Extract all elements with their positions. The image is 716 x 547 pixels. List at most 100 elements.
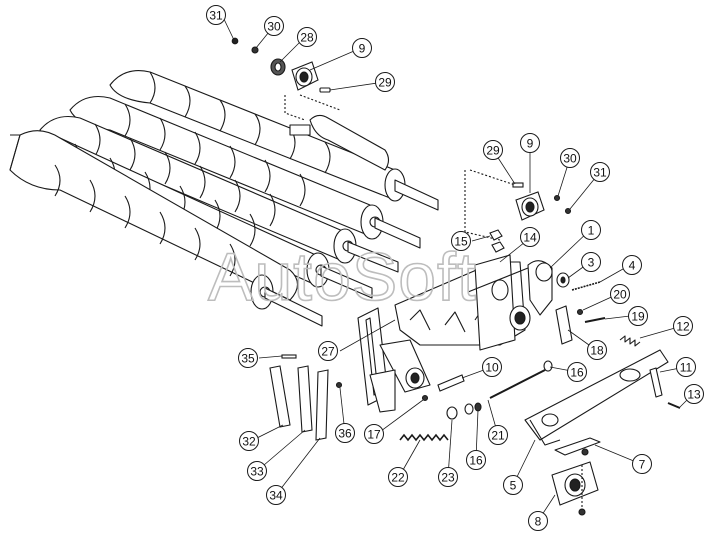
callout-circle (335, 423, 355, 443)
right-bearing-parts (464, 169, 572, 253)
callout-circle (622, 255, 642, 275)
roller-assembly (9, 70, 439, 327)
lower-left-parts (269, 354, 553, 442)
callout-circle (628, 306, 648, 326)
watermark-logo: AutoSoft (208, 239, 477, 315)
callout-circle (238, 348, 258, 368)
callout-circle (239, 431, 259, 451)
nut-17 (421, 394, 429, 402)
strap-34 (315, 369, 329, 441)
callout-circle (466, 450, 486, 470)
callout-13: 13 (684, 384, 704, 404)
callout-1: 1 (581, 220, 601, 240)
callout-circle (528, 511, 548, 531)
nuts-15 (489, 229, 505, 253)
washer-16a (543, 360, 553, 372)
roller-1 (109, 70, 439, 211)
callout-circle (590, 162, 610, 182)
callout-30: 30 (560, 148, 580, 168)
callout-number: 11 (680, 361, 693, 375)
callout-35: 35 (238, 348, 258, 368)
callout-number: 32 (242, 435, 256, 449)
callout-number: 3 (588, 256, 595, 270)
callout-5: 5 (503, 475, 523, 495)
callout-number: 16 (469, 454, 483, 468)
callout-circle (632, 454, 652, 474)
lower-right-parts (524, 349, 681, 516)
bolt-29b (512, 182, 524, 188)
callout-30: 30 (264, 16, 284, 36)
callout-circle (482, 357, 502, 377)
callout-circle (264, 16, 284, 36)
callout-number: 35 (241, 352, 255, 366)
callout-22: 22 (388, 467, 408, 487)
callout-number: 19 (631, 310, 645, 324)
callout-number: 31 (209, 9, 223, 23)
washer-16b (464, 403, 474, 415)
nut-20 (576, 308, 584, 316)
callout-4: 4 (622, 255, 642, 275)
callout-33: 33 (247, 461, 267, 481)
callout-circle (247, 461, 267, 481)
callout-number: 5 (510, 479, 517, 493)
callout-8: 8 (528, 511, 548, 531)
callout-28: 28 (297, 27, 317, 47)
callout-14: 14 (520, 227, 540, 247)
callout-number: 20 (613, 288, 627, 302)
callout-number: 13 (687, 388, 701, 402)
callout-circle (610, 284, 630, 304)
callout-number: 9 (359, 42, 366, 56)
callout-16: 16 (567, 362, 587, 382)
callout-27: 27 (318, 341, 338, 361)
washer-23 (446, 406, 458, 420)
pin-13 (667, 402, 681, 409)
bolt-19 (584, 317, 606, 323)
callout-number: 14 (523, 231, 537, 245)
callout-circle (581, 220, 601, 240)
plate-7 (554, 437, 601, 456)
callout-36: 36 (335, 423, 355, 443)
roller-3 (39, 115, 399, 273)
callout-circle (520, 133, 540, 153)
washer-30b (553, 194, 561, 202)
callout-circle (352, 38, 372, 58)
callout-number: 4 (629, 259, 636, 273)
callout-10: 10 (482, 357, 502, 377)
callout-circle (676, 357, 696, 377)
pin-4 (571, 281, 601, 291)
washer-30a (251, 46, 259, 54)
bearing-housing-8 (551, 461, 599, 506)
callout-number: 21 (491, 429, 505, 443)
bearing-9b (515, 191, 545, 221)
bolt-35 (281, 354, 297, 359)
callout-number: 8 (535, 515, 542, 529)
callout-number: 9 (527, 137, 534, 151)
nut-36 (335, 381, 343, 389)
nut-31b (564, 207, 572, 215)
callout-circle (581, 252, 601, 272)
callout-number: 16 (570, 366, 584, 380)
callout-circle (266, 485, 286, 505)
callout-34: 34 (266, 485, 286, 505)
callout-circle (388, 467, 408, 487)
bolt-29a (319, 87, 331, 93)
roller-small-top (289, 114, 390, 171)
callout-number: 12 (676, 320, 690, 334)
callout-circle (673, 316, 693, 336)
callout-16: 16 (466, 450, 486, 470)
callout-number: 27 (321, 345, 335, 359)
callout-15: 15 (451, 231, 471, 251)
shaft-10 (437, 374, 465, 392)
callout-circle (451, 231, 471, 251)
callout-circle (483, 140, 503, 160)
callout-circle (684, 384, 704, 404)
spring-12 (619, 335, 641, 347)
callout-17: 17 (364, 424, 384, 444)
lever-11 (649, 367, 663, 398)
callout-circle (297, 27, 317, 47)
callout-circle (520, 227, 540, 247)
callout-7: 7 (632, 454, 652, 474)
callout-number: 30 (267, 20, 281, 34)
